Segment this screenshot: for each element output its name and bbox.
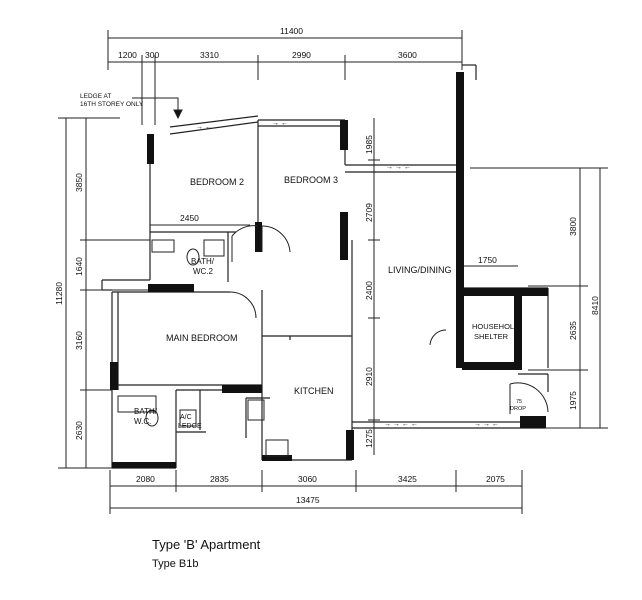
room-household-shelter-b: SHELTER	[474, 332, 509, 341]
ledge-note-1: LEDGE AT	[80, 93, 111, 100]
room-ac-ledge-a: A/C	[180, 414, 192, 421]
dim-top-5: 3600	[398, 50, 417, 60]
dim-bottom-overall: 13475	[296, 495, 320, 505]
thick-walls	[110, 72, 548, 468]
room-bedroom-2: BEDROOM 2	[190, 177, 244, 187]
room-kitchen: KITCHEN	[294, 386, 334, 396]
room-main-bedroom: MAIN BEDROOM	[166, 333, 238, 343]
bottom-dimension-lines	[109, 470, 523, 514]
svg-text:→ → ← ←: → → ← ←	[384, 421, 418, 428]
dim-inner-small: 1750	[478, 255, 497, 265]
dim-inner-5: 1275	[364, 429, 374, 448]
dim-left-3: 3160	[74, 331, 84, 350]
dim-inner-4: 2910	[364, 367, 374, 386]
dim-inner-2: 2709	[364, 203, 374, 222]
dim-top-overall: 11400	[280, 26, 303, 36]
dim-right-2: 2635	[568, 321, 578, 340]
dim-top-4: 2990	[292, 50, 311, 60]
dim-bottom-1: 2080	[136, 474, 155, 484]
room-household-shelter-a: HOUSEHOLD	[472, 322, 520, 331]
dim-left-2: 1640	[74, 257, 84, 276]
drop-label-a: 75	[516, 399, 522, 405]
room-bath-wc-b: W.C.	[134, 417, 151, 426]
door-swings	[229, 225, 549, 414]
top-dimension-lines	[107, 30, 463, 125]
dim-bottom-4: 3425	[398, 474, 417, 484]
dim-right-1: 3800	[568, 217, 578, 236]
dim-left-1: 3850	[74, 173, 84, 192]
plan-title: Type 'B' Apartment	[152, 537, 261, 552]
svg-text:→ ←: → ←	[272, 120, 288, 127]
dim-top-3: 3310	[200, 50, 219, 60]
left-dimension-lines	[58, 117, 150, 469]
dim-bottom-5: 2075	[486, 474, 505, 484]
room-bath-wc-a: BATH/	[134, 407, 158, 416]
room-labels: BEDROOM 2 BEDROOM 3 BATH/ WC.2 MAIN BEDR…	[80, 93, 526, 430]
dim-bottom-2: 2835	[210, 474, 229, 484]
inner-dimension-lines	[150, 118, 518, 455]
ledge-note-2: 16TH STOREY ONLY	[80, 101, 144, 108]
svg-text:→ → ←: → → ←	[474, 421, 499, 428]
room-ac-ledge-b: LEDGE	[178, 423, 202, 430]
dim-left-overall: 11280	[54, 282, 64, 305]
dim-inner-3: 2400	[364, 281, 374, 300]
dim-top-2: 300	[145, 50, 159, 60]
dim-bottom-3: 3060	[298, 474, 317, 484]
dim-inner-1: 1985	[364, 135, 374, 154]
room-bedroom-3: BEDROOM 3	[284, 175, 338, 185]
drop-label-b: DROP	[510, 406, 526, 412]
room-bath-wc2-a: BATH/	[191, 257, 215, 266]
dimension-labels: 11400 1200 300 3310 2990 3600 13475 2080…	[54, 26, 600, 505]
dim-right-3: 1975	[568, 391, 578, 410]
dim-right-overall: 8410	[590, 296, 600, 315]
dim-left-4: 2630	[74, 421, 84, 440]
room-living-dining: LIVING/DINING	[388, 265, 452, 275]
window-markers: → ← → ← → → ← → → ← ← → → ←	[196, 120, 499, 428]
dim-top-1: 1200	[118, 50, 137, 60]
fixtures	[117, 239, 289, 457]
svg-text:→ ←: → ←	[196, 124, 212, 131]
dim-inner-left: 2450	[180, 213, 199, 223]
room-bath-wc2-b: WC.2	[193, 267, 214, 276]
plan-subtitle: Type B1b	[152, 558, 199, 570]
ledge-note-arrow	[132, 97, 183, 120]
right-dimension-lines	[470, 167, 608, 429]
svg-text:→ → ←: → → ←	[386, 164, 411, 171]
